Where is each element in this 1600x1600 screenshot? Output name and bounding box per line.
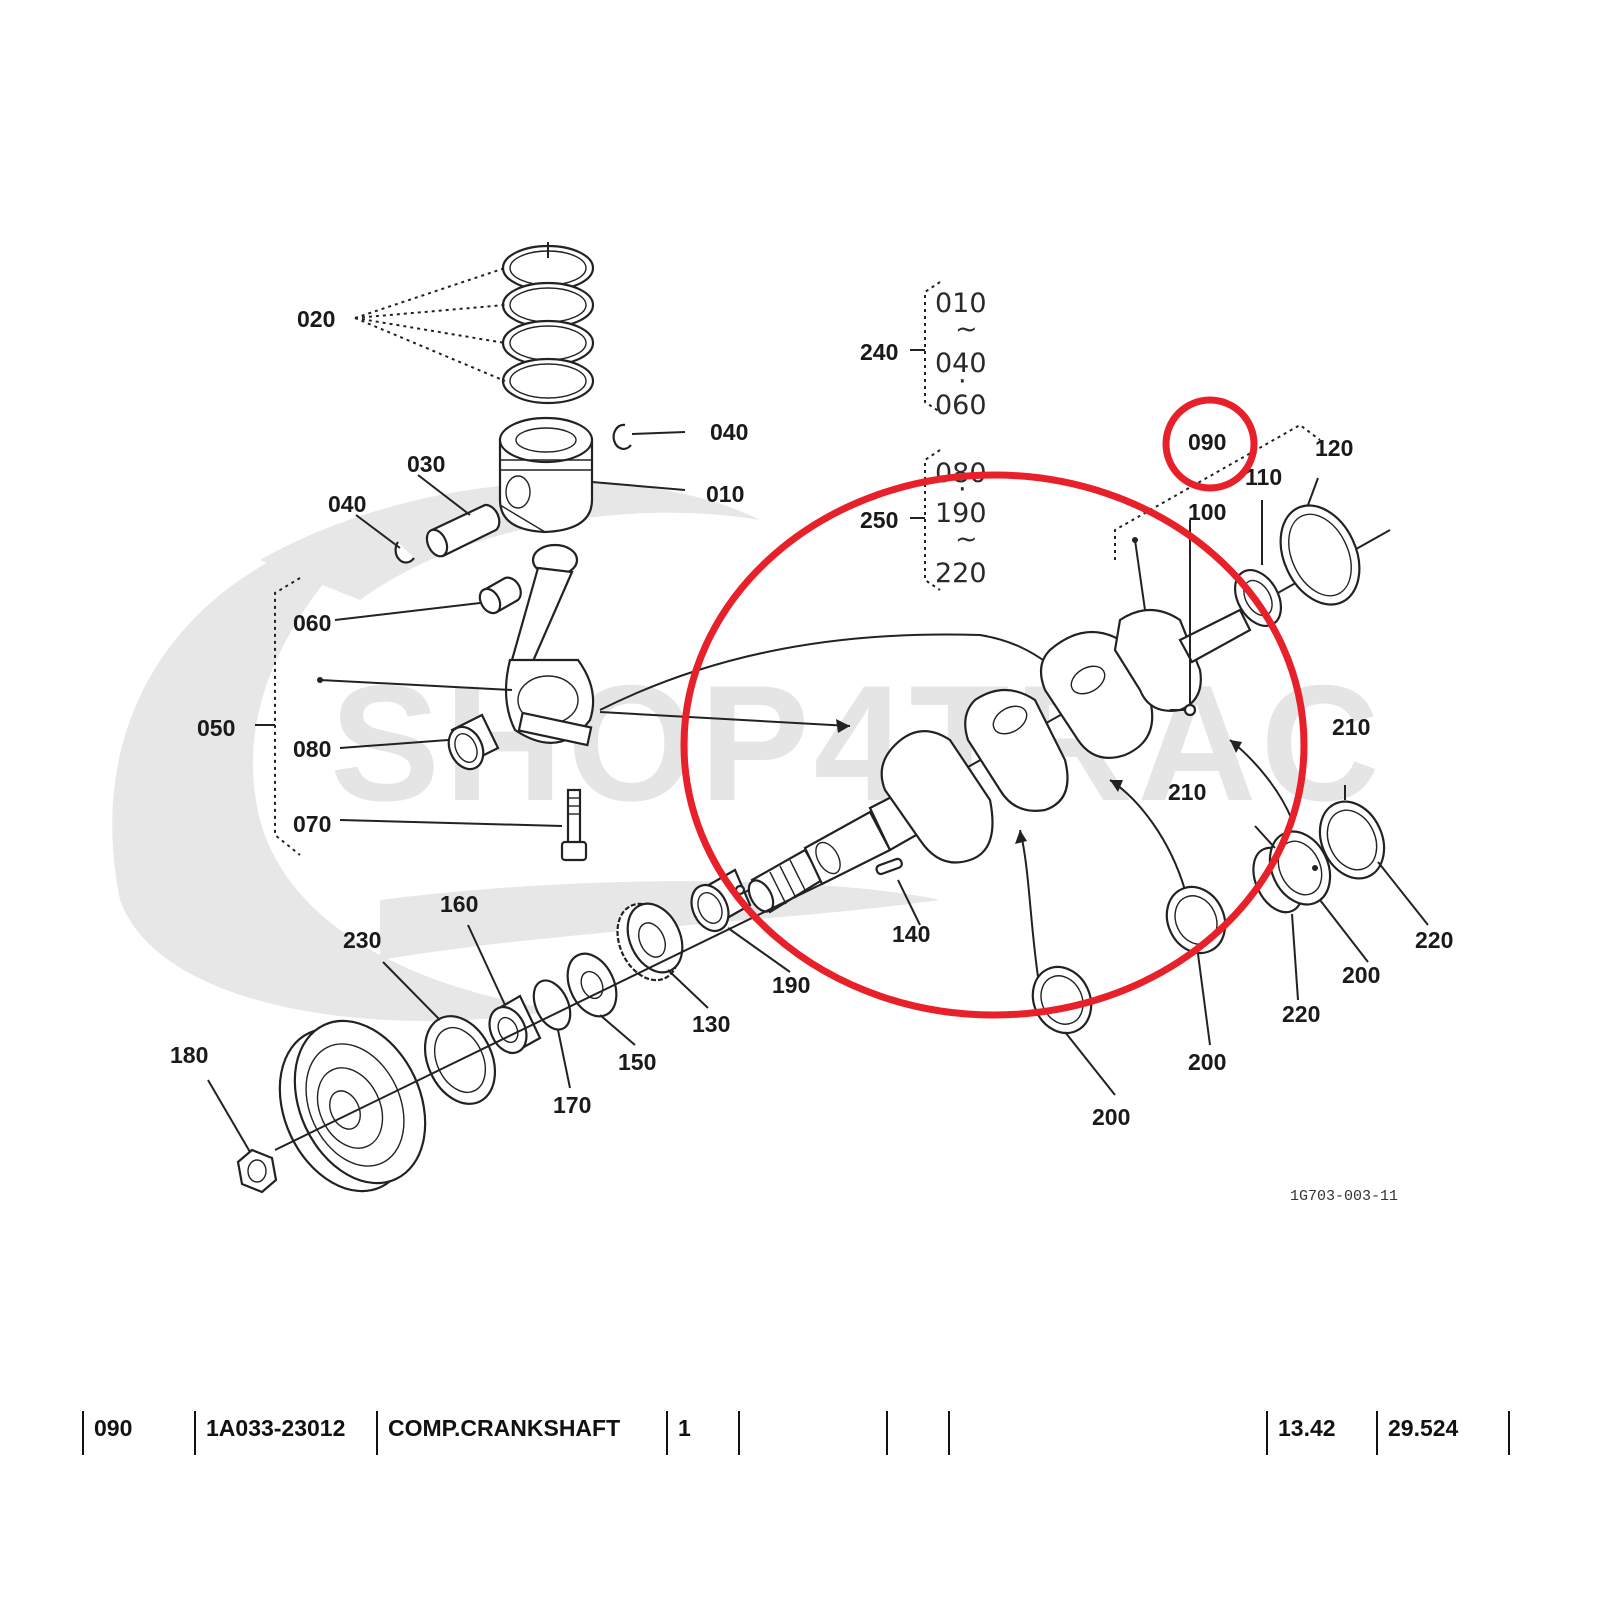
figure-code: 1G703-003-11 <box>1290 1188 1398 1205</box>
piston <box>498 416 594 534</box>
assembly-arrows <box>599 633 1293 991</box>
connecting-rod <box>504 543 595 747</box>
callout-220-right: 220 <box>1415 927 1453 953</box>
callout-130: 130 <box>692 1011 730 1037</box>
group-240-item: 010 <box>935 288 987 319</box>
callout-200-right: 200 <box>1342 962 1380 988</box>
cell-quantity: 1 <box>666 1411 738 1455</box>
callout-060: 060 <box>293 610 331 636</box>
callout-080: 080 <box>293 736 331 762</box>
cell-value2: 29.524 <box>1376 1411 1510 1455</box>
piston-pin-snap-ring-left <box>355 514 415 564</box>
callout-030: 030 <box>407 451 445 477</box>
cell-col6 <box>886 1411 948 1455</box>
main-bearing-200-a <box>1031 965 1116 1096</box>
group-240-item: 060 <box>935 390 987 421</box>
crank-gear-bushing-190 <box>690 868 791 973</box>
connecting-rod-bolt <box>339 788 588 862</box>
callout-040-left: 040 <box>328 491 366 517</box>
callout-170: 170 <box>553 1092 591 1118</box>
leader-100 <box>1114 423 1321 717</box>
cell-col7 <box>948 1411 1266 1455</box>
collar-150 <box>566 952 636 1046</box>
leader-010 <box>591 481 686 491</box>
callout-010: 010 <box>706 481 744 507</box>
o-ring-170 <box>532 979 572 1089</box>
set-brace-240 <box>910 281 941 413</box>
cell-col5 <box>738 1411 886 1455</box>
crank-gear <box>616 902 709 1009</box>
group-050-bracket <box>255 577 513 856</box>
cell-value1: 13.42 <box>1266 1411 1376 1455</box>
callout-050: 050 <box>197 715 235 741</box>
crank-pin-bearing <box>339 713 500 771</box>
main-bearing-200-b <box>1165 885 1227 1046</box>
callout-140: 140 <box>892 921 930 947</box>
piston-pin <box>417 474 501 558</box>
callout-220-left: 220 <box>1282 1001 1320 1027</box>
callout-250: 250 <box>860 507 898 533</box>
group-250-item: 220 <box>935 558 987 589</box>
cell-description: COMP.CRANKSHAFT <box>376 1411 666 1455</box>
and-mark: · <box>958 366 967 397</box>
cell-ref: 090 <box>82 1411 194 1455</box>
callout-020: 020 <box>297 306 335 332</box>
callout-110: 110 <box>1245 464 1282 490</box>
callout-160: 160 <box>440 891 478 917</box>
crankshaft-pulley <box>274 879 831 1193</box>
rear-oil-seal <box>1279 477 1361 606</box>
callout-240: 240 <box>860 339 898 365</box>
and-mark: · <box>958 474 967 505</box>
crankshaft <box>739 529 1391 914</box>
group-240-item: 040 <box>935 348 987 379</box>
cell-part-number: 1A033-23012 <box>194 1411 376 1455</box>
range-mark: ~ <box>955 524 978 555</box>
highlight-circle-crankshaft <box>680 471 1308 1019</box>
highlight-circle-callout-090 <box>1162 396 1258 492</box>
callout-210-right: 210 <box>1332 714 1370 740</box>
crankshaft-nut <box>207 1079 278 1194</box>
watermark-text: SHOP4TRAC <box>330 651 1384 835</box>
parts-list-table: 090 1A033-23012 COMP.CRANKSHAFT 1 13.42 … <box>82 1405 1542 1455</box>
callout-190: 190 <box>772 972 810 998</box>
watermark-logo: SHOP4TRAC <box>112 482 1384 1021</box>
feather-key <box>875 857 921 926</box>
callout-210-left: 210 <box>1168 779 1206 805</box>
callout-200-mid: 200 <box>1188 1049 1226 1075</box>
callout-200-left: 200 <box>1092 1104 1130 1130</box>
leader-020 <box>354 267 506 382</box>
callout-120: 120 <box>1315 435 1353 461</box>
callout-090: 090 <box>1188 429 1226 455</box>
group-240-list: 010 ~ 040 · 060 <box>935 288 987 421</box>
callout-040-right: 040 <box>710 419 748 445</box>
callout-150: 150 <box>618 1049 656 1075</box>
callout-100: 100 <box>1188 499 1226 525</box>
piston-pin-snap-ring <box>612 423 686 450</box>
callout-180: 180 <box>170 1042 208 1068</box>
set-brace-250 <box>910 449 941 591</box>
group-250-item: 190 <box>935 498 987 529</box>
range-mark: ~ <box>955 314 978 345</box>
piston-rings <box>501 242 595 405</box>
callout-230: 230 <box>343 927 381 953</box>
callout-070: 070 <box>293 811 331 837</box>
small-end-bushing <box>334 576 522 621</box>
thrust-bearing-group <box>1252 785 1429 1001</box>
